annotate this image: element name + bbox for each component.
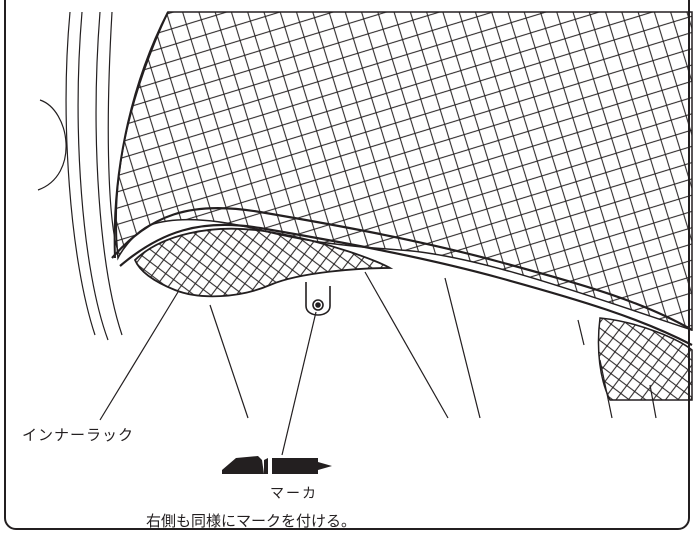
left-wall-lines xyxy=(37,11,123,341)
leader-lines xyxy=(99,291,317,456)
inner-rack-label: インナーラック xyxy=(22,426,135,444)
marker-label: マーカ xyxy=(270,486,318,502)
inner-rack-mesh xyxy=(133,227,394,298)
mark-tab xyxy=(305,282,331,316)
support-lines xyxy=(209,271,657,419)
inner-rack-band xyxy=(111,206,693,346)
marker-pen-icon xyxy=(222,456,332,474)
upper-basket xyxy=(113,11,693,332)
right-lower-mesh xyxy=(597,317,693,401)
instruction-caption: 右側も同様にマークを付ける。 xyxy=(146,512,357,530)
